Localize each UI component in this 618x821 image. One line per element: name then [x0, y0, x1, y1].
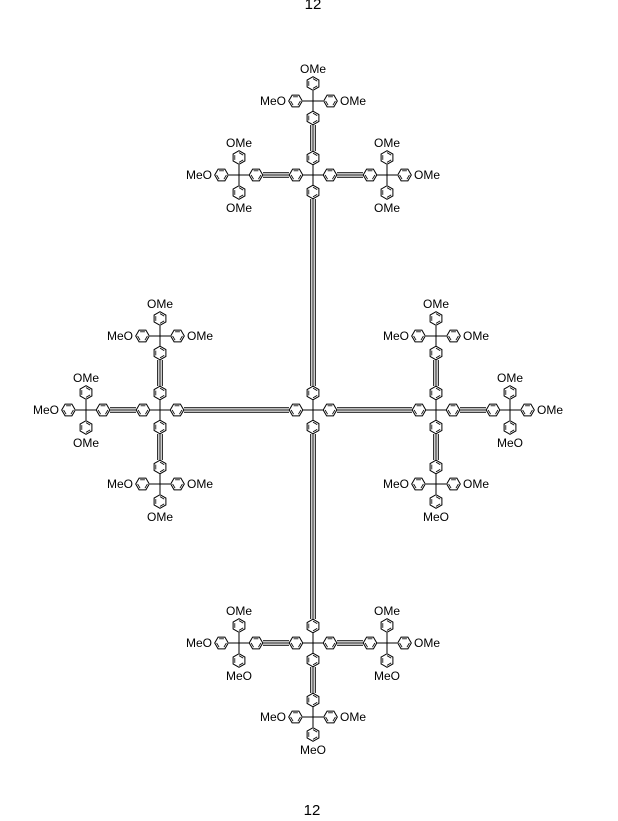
methoxy-label: MeO [383, 329, 409, 343]
methoxy-label: MeO [497, 436, 523, 450]
methoxy-label: OMe [187, 477, 213, 491]
methoxy-label: OMe [374, 136, 400, 150]
methoxy-label: OMe [463, 329, 489, 343]
methoxy-label: OMe [340, 94, 366, 108]
methoxy-label: OMe [73, 371, 99, 385]
methoxy-label: OMe [226, 604, 252, 618]
methoxy-label: MeO [300, 743, 326, 757]
methoxy-label: OMe [147, 510, 173, 524]
methoxy-label: MeO [107, 329, 133, 343]
methoxy-label: OMe [423, 297, 449, 311]
methoxy-label: MeO [383, 477, 409, 491]
methoxy-label: OMe [147, 297, 173, 311]
alkyne-linkers [110, 125, 486, 693]
methoxy-label: OMe [414, 168, 440, 182]
top-cutoff-label: 12 [305, 0, 322, 13]
methoxy-label: MeO [226, 669, 252, 683]
methoxy-label: OMe [374, 604, 400, 618]
methoxy-label: MeO [33, 403, 59, 417]
methoxy-label: OMe [537, 403, 563, 417]
methoxy-label: OMe [73, 436, 99, 450]
phenyl-rings [62, 77, 535, 742]
methoxy-label: OMe [226, 136, 252, 150]
methoxy-label: MeO [260, 710, 286, 724]
methoxy-label: OMe [340, 710, 366, 724]
methoxy-label: OMe [187, 329, 213, 343]
methoxy-label: OMe [374, 201, 400, 215]
methoxy-label: MeO [260, 94, 286, 108]
methoxy-label: OMe [300, 62, 326, 76]
compound-number: 12 [304, 802, 321, 819]
methoxy-label: MeO [186, 168, 212, 182]
molecular-skeleton [76, 91, 520, 727]
methoxy-label: OMe [226, 201, 252, 215]
methoxy-label: MeO [186, 636, 212, 650]
methoxy-label: MeO [107, 477, 133, 491]
methoxy-label: MeO [374, 669, 400, 683]
methoxy-label: OMe [414, 636, 440, 650]
methoxy-label: MeO [423, 510, 449, 524]
methoxy-label: OMe [497, 371, 523, 385]
methoxy-label: OMe [463, 477, 489, 491]
